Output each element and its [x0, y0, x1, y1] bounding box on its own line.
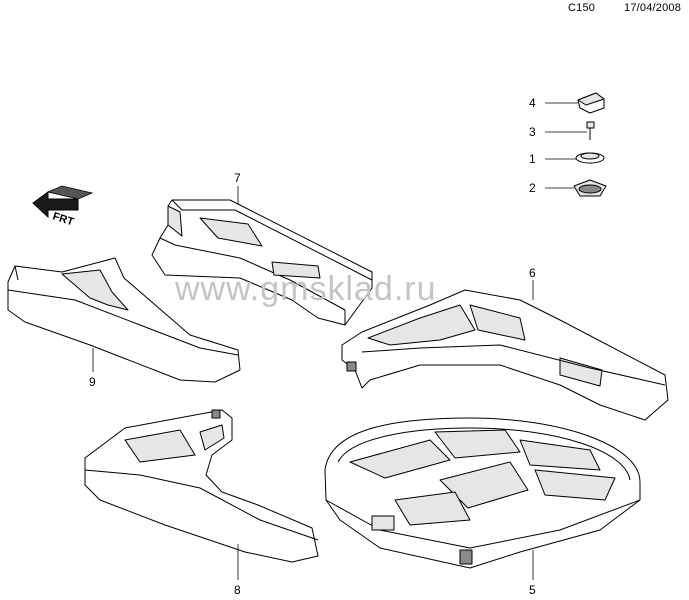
part-8-lower-left-tray: [84, 409, 319, 563]
part-4-cap: [577, 92, 605, 114]
diagram-code: C150: [568, 2, 596, 14]
part-9-left-tray: [7, 257, 241, 383]
part-5-spare-wheel-tray: [324, 417, 641, 569]
callout-3: 3: [529, 125, 536, 139]
part-6-right-tray: [341, 289, 669, 421]
watermark: www.gmsklad.ru: [175, 270, 437, 308]
part-3-bolt: [586, 121, 595, 140]
part-1-retainer: [575, 152, 605, 164]
callout-1: 1: [529, 152, 536, 166]
callout-8: 8: [234, 583, 241, 597]
diagram-date: 17/04/2008: [624, 2, 682, 14]
callout-2: 2: [529, 181, 536, 195]
callout-7: 7: [234, 171, 241, 185]
callout-9: 9: [89, 375, 96, 389]
part-2-base: [573, 179, 607, 197]
callout-5: 5: [529, 583, 536, 597]
front-direction-marker: FRT: [32, 185, 94, 229]
leader-lines: [92, 102, 587, 580]
part-7-upper-tray: [151, 199, 373, 326]
callout-4: 4: [529, 96, 536, 110]
front-marker-label: FRT: [51, 210, 75, 228]
callout-6: 6: [529, 266, 536, 280]
